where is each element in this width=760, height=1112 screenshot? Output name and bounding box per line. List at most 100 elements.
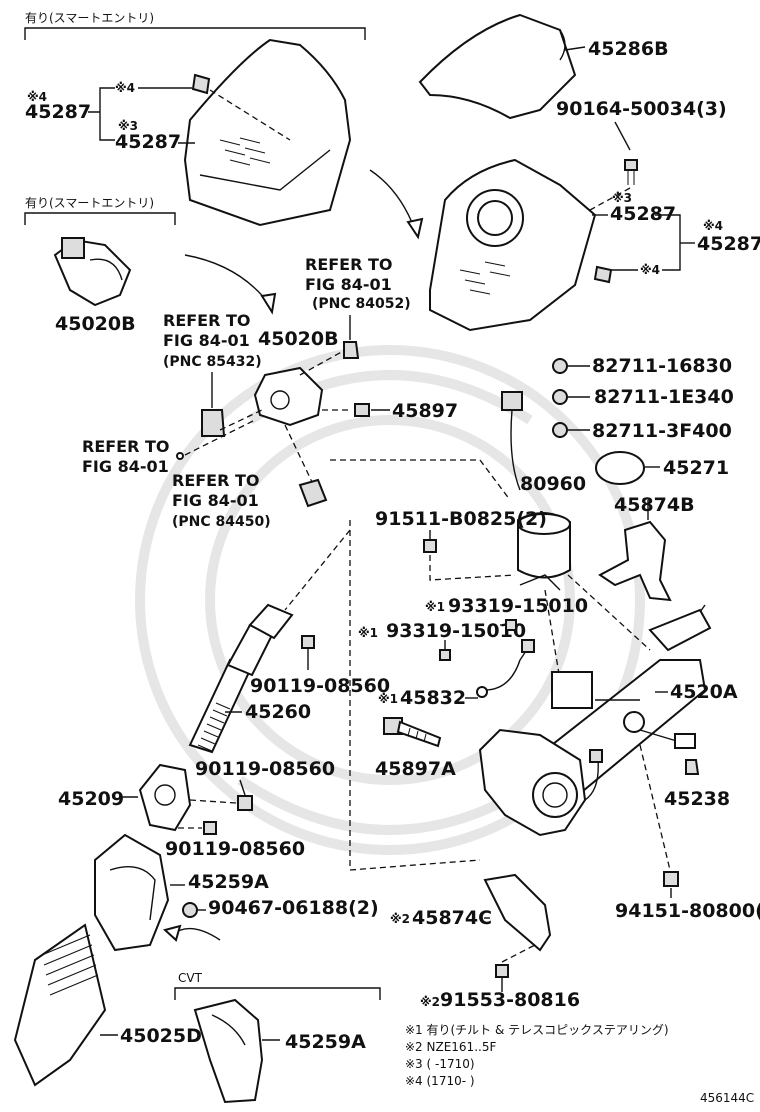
part-label-45020B-a: 45020B <box>55 313 136 335</box>
svg-text:※3: ※3 <box>118 119 138 133</box>
part-label-4520A: 4520A <box>670 681 738 703</box>
part-label-90164: 90164-50034(3) <box>556 98 727 120</box>
lock-assembly-part <box>478 728 603 837</box>
svg-text:※1: ※1 <box>358 626 378 640</box>
part-label-82711-b: 82711-1E340 <box>594 386 734 408</box>
part-label-93319-a: 93319-15010 <box>448 595 588 617</box>
part-label-45271: 45271 <box>663 457 729 479</box>
smart-entry-bracket-top: 有り(スマートエントリ) <box>24 11 366 40</box>
bracket-45874C-part: ※2 45874C <box>390 873 552 952</box>
svg-text:※2: ※2 <box>390 912 410 926</box>
lower-cover-45286B-part: 45286B <box>418 13 669 120</box>
footnotes: ※1 有り(チルト & テレスコピックステアリング) ※2 NZE161..5F… <box>405 1023 754 1105</box>
transponder-45020B-part-a: 45020B <box>53 237 136 335</box>
bolt-90119-c-part: 90119-08560 <box>165 821 305 860</box>
part-label-90119-b: 90119-08560 <box>195 758 335 780</box>
part-label-90119-c: 90119-08560 <box>165 838 305 860</box>
diagram-id: 456144C <box>700 1091 754 1105</box>
screw-90164-part: 90164-50034(3) <box>556 98 727 211</box>
intermediate-shaft-45260-part: 45260 <box>188 529 351 754</box>
svg-text:(PNC 84450): (PNC 84450) <box>172 514 271 530</box>
clip-90467-part: 90467-06188(2) <box>182 897 379 919</box>
ignition-switch-80960-part: 80960 <box>501 391 586 591</box>
part-label-82711-c: 82711-3F400 <box>592 420 732 442</box>
svg-text:※3: ※3 <box>612 191 632 205</box>
screw-91511-part: 91511-B0825(2) <box>375 508 547 581</box>
part-label-45287-right-a: 45287 <box>610 203 676 225</box>
svg-text:※1: ※1 <box>378 692 398 706</box>
part-label-45286B: 45286B <box>588 38 669 60</box>
part-label-45020B-b: 45020B <box>258 328 339 350</box>
bolt-45238-part: 45238 <box>664 759 730 810</box>
band-45271-part: 45271 <box>595 451 729 485</box>
svg-text:※4: ※4 <box>27 90 47 104</box>
cvt-label: CVT <box>178 971 203 985</box>
smart-entry-bracket-mid: 有り(スマートエントリ) <box>24 196 176 225</box>
part-label-45025D: 45025D <box>120 1025 202 1047</box>
smart-entry-label-mid: 有り(スマートエントリ) <box>25 196 154 210</box>
part-label-45874C: 45874C <box>412 907 492 929</box>
arrow-to-45259A <box>162 924 221 942</box>
part-label-45874B: 45874B <box>614 494 695 516</box>
part-label-45832: 45832 <box>400 687 466 709</box>
svg-text:※4: ※4 <box>703 219 723 233</box>
part-label-91511: 91511-B0825(2) <box>375 508 547 530</box>
part-label-90119-a: 90119-08560 <box>250 675 390 697</box>
smart-entry-label-top: 有り(スマートエントリ) <box>25 11 154 25</box>
part-45287-top-group: ※4 45287 ※4 ※3 45287 <box>25 81 195 153</box>
nut-94151-part: 94151-80800(2) <box>615 871 760 922</box>
footnote-2: ※2 NZE161..5F <box>405 1040 496 1054</box>
part-label-45238: 45238 <box>664 788 730 810</box>
arrow-mid-to-right <box>184 254 277 315</box>
refer-85432-group: REFER TO FIG 84-01 (PNC 85432) <box>163 311 262 437</box>
bolt-90119-a-part: 90119-08560 <box>250 635 390 697</box>
part-label-45259A-a: 45259A <box>188 871 269 893</box>
bolt-90119-b-part: 90119-08560 <box>189 758 335 811</box>
arrow-top-to-right <box>369 169 424 240</box>
cvt-bracket: CVT <box>174 971 381 1000</box>
svg-text:REFER TO: REFER TO <box>172 471 260 490</box>
cover-45259A-part-b: 45259A <box>193 998 366 1104</box>
clip-82711-list: 82711-16830 82711-1E340 82711-3F400 <box>552 355 734 442</box>
part-label-45260: 45260 <box>245 701 311 723</box>
footnote-4: ※4 (1710- ) <box>405 1074 475 1088</box>
transponder-45020B-part-b: 45020B <box>219 328 346 431</box>
cover-45259A-part-a: 45259A <box>94 833 269 952</box>
svg-text:※2: ※2 <box>420 995 440 1009</box>
part-label-45897: 45897 <box>392 400 458 422</box>
bolt-45897-part: 45897 <box>322 400 458 422</box>
part-label-45287-top-a: 45287 <box>25 101 91 123</box>
wire-45832-part: ※1 45832 <box>378 639 535 709</box>
bolt-45897A-part: 45897A <box>375 717 456 780</box>
svg-text:REFER TO: REFER TO <box>163 311 251 330</box>
svg-text:(PNC 85432): (PNC 85432) <box>163 354 262 370</box>
screw-91553-part: ※2 91553-80816 <box>420 944 580 1011</box>
part-label-45209: 45209 <box>58 788 124 810</box>
svg-text:FIG 84-01: FIG 84-01 <box>172 491 259 510</box>
svg-text:FIG 84-01: FIG 84-01 <box>163 331 250 350</box>
part-label-90467: 90467-06188(2) <box>208 897 379 919</box>
boot-45025D-part: 45025D <box>13 923 202 1087</box>
part-label-45897A: 45897A <box>375 758 456 780</box>
upper-column-cover-part <box>183 38 352 227</box>
svg-text:(PNC 84052): (PNC 84052) <box>312 296 411 312</box>
svg-text:REFER TO: REFER TO <box>82 437 170 456</box>
svg-text:※1: ※1 <box>425 600 445 614</box>
part-label-45287-top-b: 45287 <box>115 131 181 153</box>
refer-84052-group: REFER TO FIG 84-01 (PNC 84052) <box>305 255 411 359</box>
part-label-94151: 94151-80800(2) <box>615 900 760 922</box>
part-label-45287-right-b: 45287 <box>697 233 760 255</box>
part-label-93319-b: 93319-15010 <box>386 620 526 642</box>
part-label-82711-a: 82711-16830 <box>592 355 732 377</box>
dashed-routing-lines <box>330 459 671 871</box>
footnote-1: ※1 有り(チルト & テレスコピックステアリング) <box>405 1023 669 1037</box>
footnote-3: ※3 ( -1710) <box>405 1057 475 1071</box>
svg-text:※4: ※4 <box>640 263 660 277</box>
part-label-45259A-b: 45259A <box>285 1031 366 1053</box>
screw-93319-parts: ※1 93319-15010 ※1 93319-15010 <box>358 595 588 661</box>
part-label-80960: 80960 <box>520 473 586 495</box>
assembled-cover-right-part <box>429 158 613 332</box>
svg-text:REFER TO: REFER TO <box>305 255 393 274</box>
bracket-45874B-part: 45874B <box>598 494 695 602</box>
